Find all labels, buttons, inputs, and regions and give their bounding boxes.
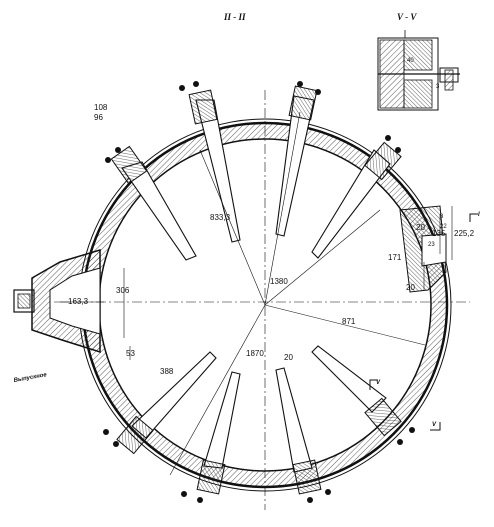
dim-1380: 1380 bbox=[270, 277, 288, 286]
dim-53: 53 bbox=[126, 349, 135, 358]
dim-22: 22 bbox=[440, 224, 447, 230]
dim-306: 306 bbox=[116, 286, 130, 295]
detail-dim-3: 3 bbox=[436, 84, 440, 90]
corner-number-top: 108 bbox=[94, 103, 108, 112]
dim-20-a: 20 bbox=[416, 223, 425, 232]
section-mark-2: V bbox=[376, 380, 381, 386]
section-arrows bbox=[369, 213, 478, 431]
dim-3: 3 bbox=[440, 214, 444, 220]
dim-23: 23 bbox=[428, 242, 435, 248]
main-section-title: II - II bbox=[223, 12, 246, 22]
dim-833-3: 833,3 bbox=[210, 213, 231, 222]
section-mark-1: I bbox=[478, 212, 480, 218]
dim-225-2: 225,2 bbox=[454, 229, 475, 238]
dim-388: 388 bbox=[160, 367, 174, 376]
outlet-spout bbox=[13, 248, 101, 354]
electrode-holders bbox=[110, 85, 402, 495]
dim-163-3: 163,3 bbox=[68, 297, 89, 306]
electrode-set bbox=[121, 95, 391, 473]
outlet-label: Выпускное bbox=[13, 372, 48, 384]
detail-dim-40: 40 bbox=[407, 58, 414, 64]
dim-20-bottom: 20 bbox=[284, 353, 293, 362]
dim-171: 171 bbox=[388, 253, 402, 262]
dim-1870: 1870 bbox=[246, 349, 264, 358]
section-mark-3: V bbox=[432, 422, 437, 428]
dim-135: 135 bbox=[432, 229, 446, 238]
dimension-lines bbox=[54, 90, 470, 510]
detail-section-title: V - V bbox=[397, 12, 417, 22]
detail-v-v: 40 3 bbox=[377, 30, 460, 111]
flange-bolts bbox=[103, 81, 415, 503]
dim-871: 871 bbox=[342, 317, 356, 326]
corner-number-bottom: 96 bbox=[94, 113, 103, 122]
dim-20-b: 20 bbox=[406, 283, 415, 292]
